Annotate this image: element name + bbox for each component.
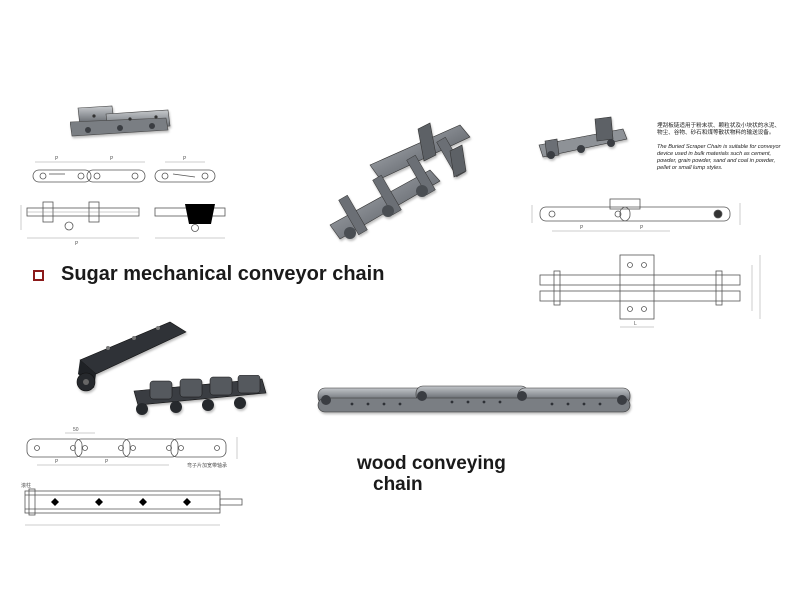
- svg-text:P: P: [105, 459, 109, 465]
- dark-chain-photo-large: [70, 318, 190, 398]
- svg-text:L: L: [634, 321, 637, 327]
- svg-text:P: P: [55, 459, 59, 465]
- svg-text:P: P: [75, 241, 79, 247]
- scraper-description-chinese: 埋刮板链适用于粉末状、颗粒状及小块状的水泥、物尘、谷物、砂石和煤等散状物料的输送…: [657, 123, 781, 136]
- svg-text:P: P: [183, 156, 187, 162]
- scraper-description-english: The Buried Scraper Chain is suitable for…: [657, 144, 781, 171]
- pitch-value-label: 50: [73, 427, 79, 433]
- wood-chain-heading-line1: wood conveying: [357, 453, 506, 474]
- wood-conveying-chain-photo: [312, 380, 637, 420]
- svg-text:P: P: [580, 225, 584, 231]
- sugar-chain-heading: Sugar mechanical conveyor chain: [61, 263, 385, 285]
- scraper-chain-technical-drawing: P P L: [520, 195, 770, 335]
- drawing-left-mark: 滚柱: [21, 482, 31, 489]
- svg-text:P: P: [640, 225, 644, 231]
- pitch-label: P: [55, 156, 59, 162]
- scraper-chain-photo-small: [535, 115, 630, 170]
- svg-text:P: P: [110, 156, 114, 162]
- drawing-note-cn: 弯子片加宽带轴承: [187, 462, 227, 469]
- bullet-checkbox-icon: [33, 270, 44, 281]
- sugar-chain-technical-drawing: P P P P: [15, 150, 230, 250]
- wood-chain-heading-line2: chain: [373, 474, 423, 495]
- dark-chain-photo-small: [130, 375, 270, 420]
- sugar-chain-photo-small: [70, 100, 180, 145]
- buried-scraper-chain-photo: [310, 115, 490, 250]
- dark-chain-technical-drawing: 50 P P 弯子片加宽带轴承 滚柱: [15, 425, 245, 540]
